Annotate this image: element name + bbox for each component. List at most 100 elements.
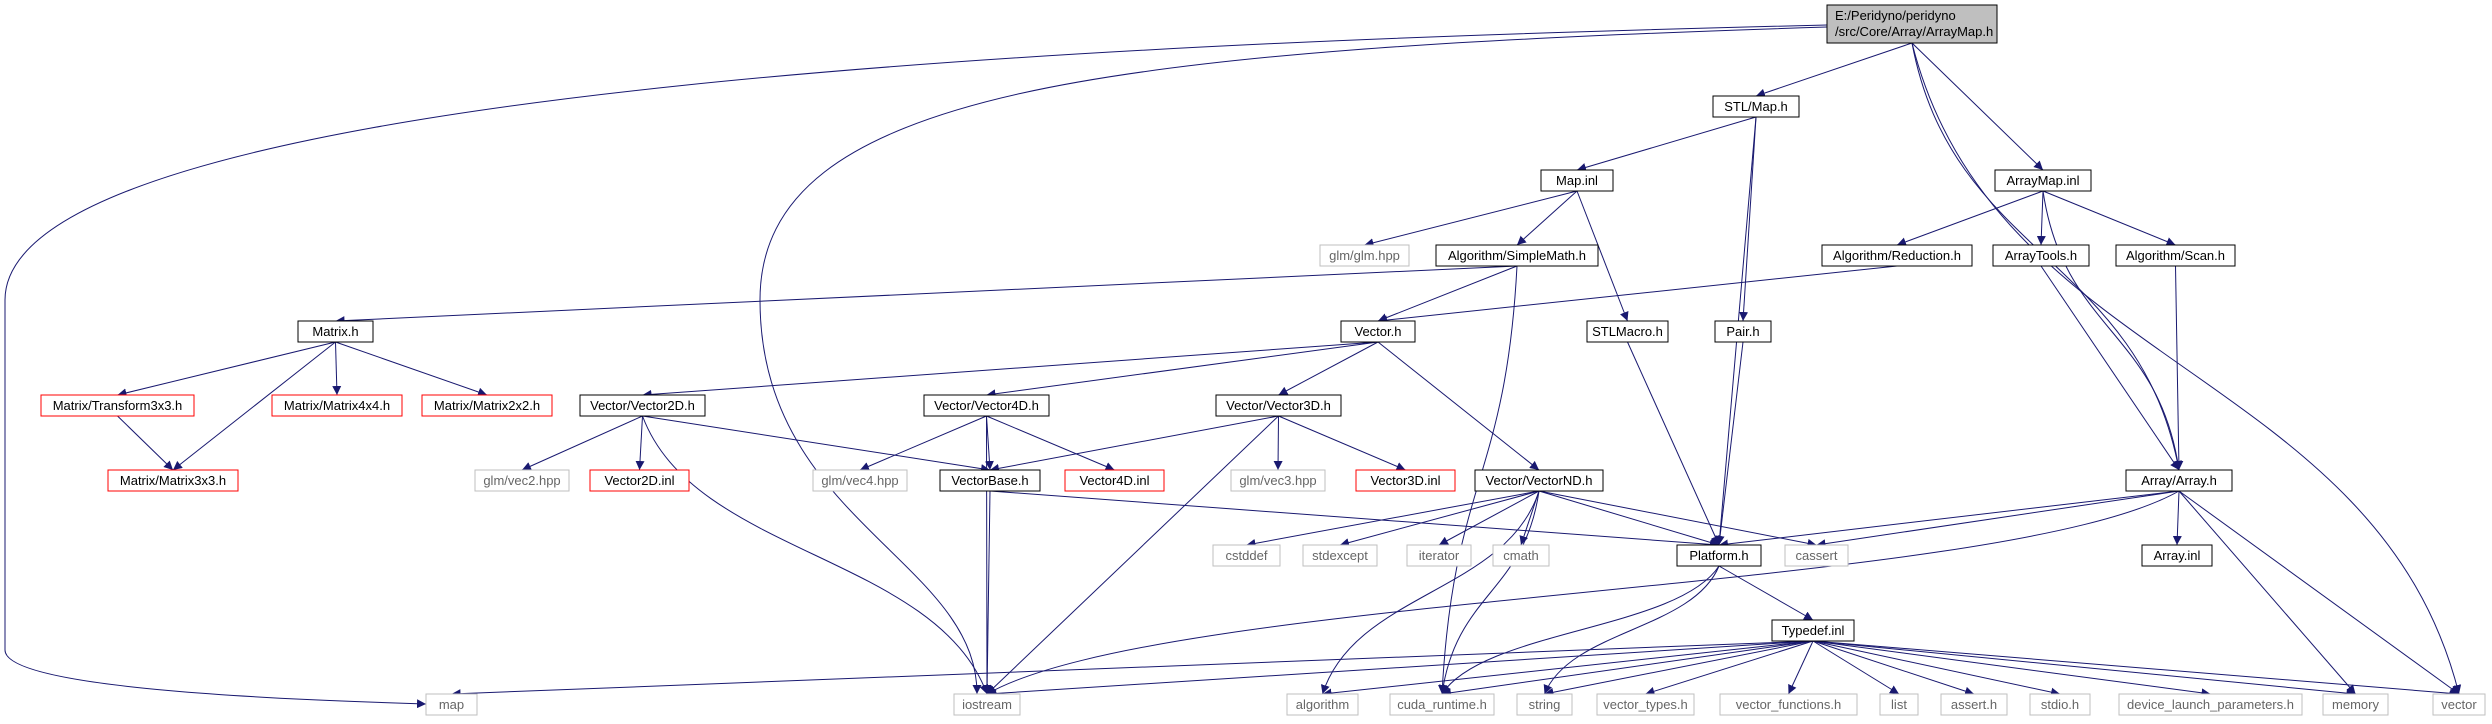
- node-array-h[interactable]: Array/Array.h: [2125, 469, 2233, 492]
- node-label: Vector2D.inl: [604, 473, 674, 488]
- node-matrix4x4-h[interactable]: Matrix/Matrix4x4.h: [271, 394, 403, 417]
- edge-vector_h-to-vectornd_h: [1377, 341, 1540, 471]
- node-vector-h[interactable]: Vector.h: [1340, 320, 1416, 343]
- node-box: [2141, 544, 2213, 567]
- node-box: [1435, 244, 1599, 267]
- edge-array_h-to-vector: [2178, 490, 2460, 695]
- edge-pair_h-to-platform_h: [1715, 341, 1744, 546]
- node-box: [2322, 693, 2389, 716]
- node-label: algorithm: [1296, 697, 1349, 712]
- node-label: Pair.h: [1726, 324, 1759, 339]
- edge-vector2d_h-to-iostream: [642, 415, 989, 695]
- node-scan-h[interactable]: Algorithm/Scan.h: [2115, 244, 2236, 267]
- node-label: Algorithm/SimpleMath.h: [1448, 248, 1586, 263]
- node-label: Platform.h: [1689, 548, 1748, 563]
- dependency-nodes: E:/Peridyno/peridyno/src/Core/Array/Arra…: [40, 4, 2486, 716]
- edge-array_h-to-iostream: [986, 490, 2180, 695]
- node-label: glm/glm.hpp: [1329, 248, 1400, 263]
- root-label-line1: E:/Peridyno/peridyno: [1835, 8, 1956, 23]
- node-label: vector_types.h: [1603, 697, 1688, 712]
- node-box: [297, 320, 374, 343]
- edge-vectornd_h-to-algorithm: [1320, 490, 1540, 695]
- edge-vectorbase_h-to-iostream: [982, 490, 992, 695]
- node-box: [40, 394, 195, 417]
- edge-arraytools_h-to-array_h: [2040, 265, 2180, 471]
- node-box: [2125, 469, 2233, 492]
- node-label: stdio.h: [2041, 697, 2079, 712]
- edge-vectornd_h-to-cuda_runtime_h: [1438, 490, 1540, 695]
- edge-vector_h-to-vector3d_h: [1278, 341, 1379, 396]
- node-vector4d-inl[interactable]: Vector4D.inl: [1064, 469, 1165, 492]
- edge-transform3x3_h-to-matrix3x3_h: [117, 415, 174, 471]
- node-vector3d-h[interactable]: Vector/Vector3D.h: [1215, 394, 1342, 417]
- node-label: STL/Map.h: [1724, 99, 1788, 114]
- edge-vector4d_h-to-iostream: [982, 415, 992, 695]
- node-label: vector: [2441, 697, 2477, 712]
- edge-vector_h-to-vector2d_h: [642, 341, 1379, 399]
- node-box: [1784, 544, 1849, 567]
- node-vector2d-inl[interactable]: Vector2D.inl: [589, 469, 690, 492]
- node-label: Array/Array.h: [2141, 473, 2217, 488]
- node-box: [1389, 693, 1495, 716]
- dependency-edges: [4, 24, 2462, 709]
- edge-array_h-to-cassert: [1816, 490, 2180, 549]
- node-box: [1406, 544, 1472, 567]
- edge-vectorbase_h-to-platform_h: [989, 490, 1720, 549]
- node-pair-h[interactable]: Pair.h: [1714, 320, 1772, 343]
- edge-vector3d_h-to-vectorbase_h: [989, 415, 1279, 473]
- node-label: list: [1891, 697, 1907, 712]
- node-simplemath-h[interactable]: Algorithm/SimpleMath.h: [1435, 244, 1599, 267]
- edge-vector_h-to-vector4d_h: [986, 341, 1379, 399]
- node-vectorbase-h[interactable]: VectorBase.h: [939, 469, 1041, 492]
- edge-matrix_h-to-transform3x3_h: [117, 341, 336, 398]
- node-label: iostream: [962, 697, 1012, 712]
- node-vector4d-h[interactable]: Vector/Vector4D.h: [923, 394, 1050, 417]
- node-box: [1540, 169, 1614, 192]
- node-label: glm/vec3.hpp: [1239, 473, 1316, 488]
- edge-typedef_inl-to-vector: [1812, 640, 2460, 698]
- node-stlmacro-h[interactable]: STLMacro.h: [1586, 320, 1669, 343]
- node-box: [1302, 544, 1378, 567]
- node-cassert: cassert: [1784, 544, 1849, 567]
- edge-vectornd_h-to-iterator: [1438, 490, 1540, 546]
- edge-stlmacro_h-to-platform_h: [1627, 341, 1720, 546]
- node-stl-map-h[interactable]: STL/Map.h: [1712, 95, 1800, 118]
- node-box: [1340, 320, 1416, 343]
- node-iostream: iostream: [953, 693, 1021, 716]
- node-device-launch-parameters-h: device_launch_parameters.h: [2118, 693, 2303, 716]
- node-arraymap-inl[interactable]: ArrayMap.inl: [1994, 169, 2092, 192]
- node-matrix2x2-h[interactable]: Matrix/Matrix2x2.h: [421, 394, 553, 417]
- node-box: [1215, 394, 1342, 417]
- node-map-inl[interactable]: Map.inl: [1540, 169, 1614, 192]
- node-map: map: [425, 693, 478, 716]
- node-transform3x3-h[interactable]: Matrix/Transform3x3.h: [40, 394, 195, 417]
- node-string: string: [1516, 693, 1573, 716]
- edge-typedef_inl-to-iostream: [986, 640, 1814, 698]
- node-typedef-inl[interactable]: Typedef.inl: [1771, 619, 1855, 642]
- edge-vector3d_h-to-vector3d_inl: [1278, 415, 1406, 471]
- node-vectornd-h[interactable]: Vector/VectorND.h: [1474, 469, 1604, 492]
- node-matrix-h[interactable]: Matrix.h: [297, 320, 374, 343]
- node-reduction-h[interactable]: Algorithm/Reduction.h: [1821, 244, 1973, 267]
- node-array-inl[interactable]: Array.inl: [2141, 544, 2213, 567]
- node-matrix3x3-h[interactable]: Matrix/Matrix3x3.h: [107, 469, 239, 492]
- node-label: assert.h: [1951, 697, 1997, 712]
- edge-matrix_h-to-matrix3x3_h: [172, 341, 336, 471]
- node-label: Vector3D.inl: [1370, 473, 1440, 488]
- edge-simplemath_h-to-matrix_h: [335, 265, 1518, 326]
- edge-vectornd_h-to-cassert: [1538, 490, 1817, 548]
- node-box: [1492, 544, 1550, 567]
- node-vector2d-h[interactable]: Vector/Vector2D.h: [579, 394, 706, 417]
- edge-map_inl-to-glm_glm_hpp: [1364, 190, 1578, 248]
- node-vector3d-inl[interactable]: Vector3D.inl: [1355, 469, 1456, 492]
- edge-array_h-to-platform_h: [1718, 490, 2180, 549]
- node-glm-vec2-hpp: glm/vec2.hpp: [474, 469, 570, 492]
- node-platform-h[interactable]: Platform.h: [1676, 544, 1762, 567]
- node-arraytools-h[interactable]: ArrayTools.h: [1992, 244, 2090, 267]
- node-label: Typedef.inl: [1782, 623, 1845, 638]
- edge-typedef_inl-to-stdio_h: [1812, 640, 2061, 697]
- edge-typedef_inl-to-vector_types_h: [1645, 640, 1814, 696]
- node-memory: memory: [2322, 693, 2389, 716]
- node-label: VectorBase.h: [951, 473, 1028, 488]
- node-box: [1879, 693, 1919, 716]
